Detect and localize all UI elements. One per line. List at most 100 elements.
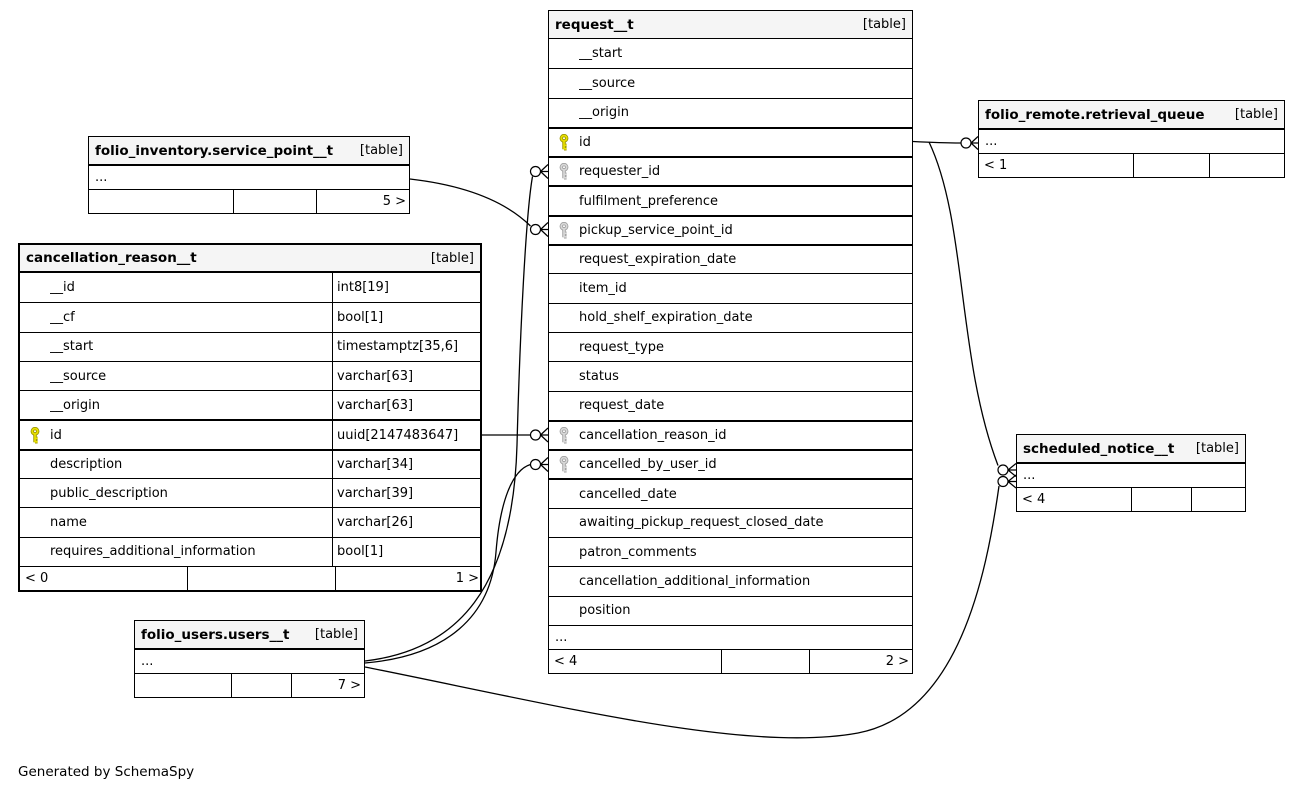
column-type: varchar[26]: [332, 508, 480, 537]
relationship-line-request-to-schedulednotice: [928, 141, 999, 466]
entity-table-retrieval-queue: folio_remote.retrieval_queue [table]... <…: [978, 100, 1285, 178]
column-row-cancellation_additional_information: cancellation_additional_information: [549, 566, 912, 595]
table-title[interactable]: folio_users.users__t: [141, 626, 290, 643]
crowfoot-connector-cancellation-reason-id: [529, 427, 549, 443]
column-name: request_type: [579, 339, 664, 355]
footer-cell: [721, 649, 809, 673]
related-count-link[interactable]: 5 >: [316, 190, 411, 213]
footer-cell: [233, 190, 316, 213]
key-slot: [20, 538, 50, 566]
footer-cell: [1133, 154, 1209, 177]
entity-table-users-t: folio_users.users__t [table]...7 >: [134, 620, 365, 698]
column-row-requester_id: requester_id: [549, 156, 912, 185]
table-title[interactable]: folio_inventory.service_point__t: [95, 142, 334, 159]
column-row-request_expiration_date: request_expiration_date: [549, 244, 912, 273]
column-row-description: description varchar[34]: [20, 448, 480, 479]
column-row-awaiting_pickup_request_closed_date: awaiting_pickup_request_closed_date: [549, 507, 912, 537]
table-type-tag: [table]: [1195, 441, 1239, 456]
column-row-cancelled_by_user_id: cancelled_by_user_id: [549, 449, 912, 478]
ellipsis-row: ...: [549, 624, 912, 649]
crowfoot-connector-scheduled-notice-upper: [997, 463, 1017, 477]
table-title[interactable]: request__t: [555, 16, 634, 33]
key-slot: [549, 362, 579, 390]
column-name: __origin: [579, 105, 630, 121]
column-name: status: [579, 368, 619, 384]
entity-table-cancellation-reason-t: cancellation_reason__t [table] __id int8…: [18, 243, 482, 592]
column-row-id: id uuid[2147483647]: [20, 419, 480, 449]
column-name: position: [579, 603, 631, 619]
column-row-fulfilment_preference: fulfilment_preference: [549, 185, 912, 214]
column-row-__source: __source: [549, 68, 912, 97]
table-title[interactable]: scheduled_notice__t: [1023, 440, 1175, 457]
column-name: id: [50, 427, 62, 443]
entity-table-service-point-t: folio_inventory.service_point__t [table]…: [88, 136, 410, 214]
key-slot: [549, 274, 579, 302]
key-slot: [549, 304, 579, 332]
foreign-key-icon: [559, 427, 569, 444]
key-slot: [549, 509, 579, 537]
key-slot: [549, 597, 579, 625]
related-count-link[interactable]: 1 >: [335, 566, 484, 590]
key-slot: [549, 567, 579, 595]
column-name: requester_id: [579, 164, 661, 180]
key-slot: [549, 538, 579, 566]
table-title[interactable]: folio_remote.retrieval_queue: [985, 106, 1205, 123]
primary-key-icon: [559, 134, 569, 151]
relationship-line-users-to-requester: [364, 176, 534, 662]
table-header: folio_inventory.service_point__t [table]: [89, 137, 409, 165]
key-slot: [549, 392, 579, 420]
column-name: pickup_service_point_id: [579, 222, 733, 238]
foreign-key-icon: [559, 221, 569, 239]
column-row-__start: __start: [549, 39, 912, 68]
column-name: __cf: [50, 309, 75, 325]
column-type: uuid[2147483647]: [332, 421, 480, 449]
column-name: __origin: [50, 397, 101, 413]
key-slot: [20, 303, 50, 331]
related-count-link[interactable]: < 4: [554, 653, 578, 669]
entity-table-request-t: request__t [table] __start __source __or…: [548, 10, 913, 674]
column-row-patron_comments: patron_comments: [549, 537, 912, 566]
related-count-link[interactable]: < 0: [25, 570, 49, 586]
column-row-__origin: __origin: [549, 97, 912, 127]
key-slot: [549, 99, 579, 127]
key-slot: [20, 508, 50, 536]
ellipsis-row: ...: [135, 649, 364, 673]
table-header: cancellation_reason__t [table]: [20, 245, 480, 273]
column-name: __start: [50, 339, 94, 355]
key-slot: [549, 39, 579, 68]
table-header: folio_remote.retrieval_queue [table]: [979, 101, 1284, 129]
table-type-tag: [table]: [1234, 107, 1278, 122]
table-header: folio_users.users__t [table]: [135, 621, 364, 649]
ellipsis-row: ...: [1017, 463, 1245, 487]
ellipsis-row: ...: [89, 165, 409, 189]
table-type-tag: [table]: [314, 627, 358, 642]
ellipsis-row: ...: [979, 129, 1284, 153]
related-count-link[interactable]: 7 >: [291, 674, 366, 697]
column-name: requires_additional_information: [50, 544, 256, 560]
footer-cell: [89, 190, 233, 213]
crowfoot-connector-retrieval-queue: [960, 136, 979, 150]
column-name: description: [50, 456, 123, 472]
column-row-requires_additional_information: requires_additional_information bool[1]: [20, 536, 480, 566]
key-slot: [549, 187, 579, 214]
column-type: timestamptz[35,6]: [332, 332, 480, 361]
column-name: __id: [50, 280, 75, 296]
column-row-name: name varchar[26]: [20, 507, 480, 537]
crowfoot-connector-pickup-service-point-id: [529, 222, 549, 237]
table-header: scheduled_notice__t [table]: [1017, 435, 1245, 463]
table-type-tag: [table]: [430, 250, 474, 266]
key-slot: [549, 129, 579, 156]
key-slot: [549, 158, 579, 185]
related-count-link[interactable]: < 1: [984, 158, 1008, 173]
key-slot: [20, 451, 50, 478]
column-type: bool[1]: [332, 537, 480, 566]
crowfoot-connector-requester-id: [529, 164, 549, 179]
key-slot: [549, 217, 579, 244]
column-name: hold_shelf_expiration_date: [579, 310, 753, 326]
key-slot: [549, 333, 579, 361]
table-title[interactable]: cancellation_reason__t: [26, 250, 197, 266]
related-count-link[interactable]: 2 >: [809, 649, 914, 673]
related-count-link[interactable]: < 4: [1022, 492, 1046, 507]
